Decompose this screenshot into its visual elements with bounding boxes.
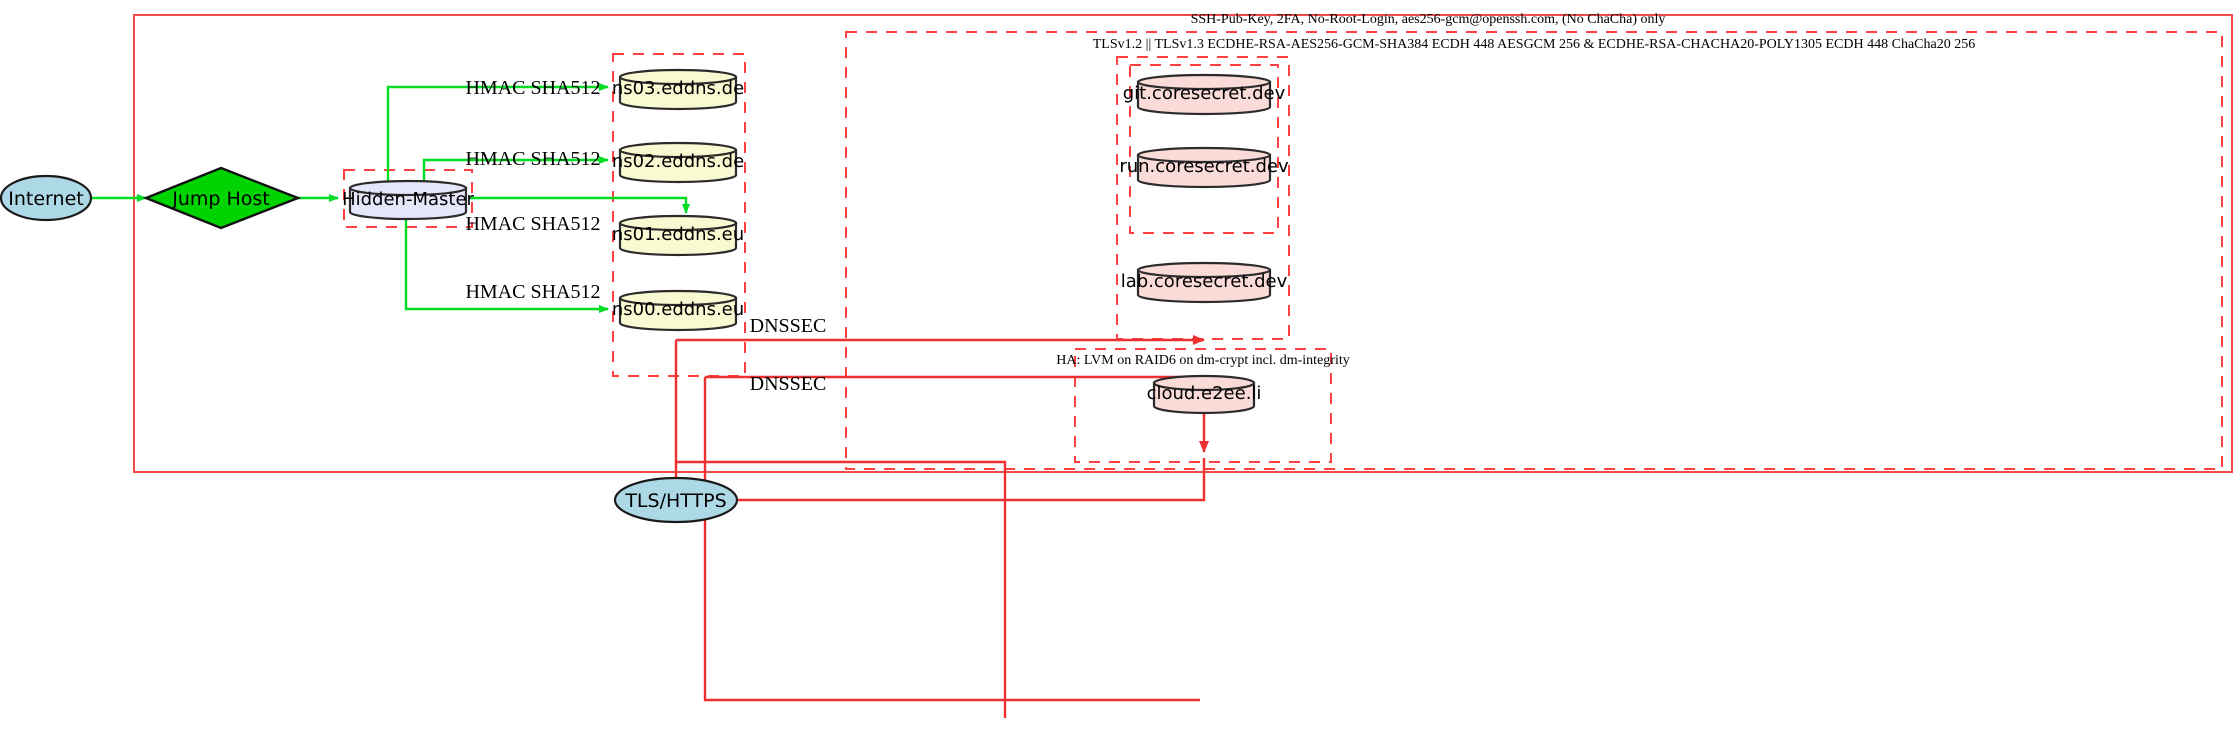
ns01-label: ns01.eddns.eu <box>612 224 744 245</box>
ha-cluster-label: HA: LVM on RAID6 on dm-crypt incl. dm-in… <box>1056 353 1349 368</box>
internet-ellipse <box>0 174 93 222</box>
node-hidden-master[interactable]: Hidden-Master <box>342 179 475 221</box>
edge-dnssec-upper-path <box>674 340 1007 718</box>
node-ns03[interactable]: ns03.eddns.de <box>612 68 744 111</box>
lab-label: lab.coresecret.dev <box>1121 271 1288 292</box>
node-jump-host[interactable]: Jump Host <box>142 166 302 230</box>
edge-label-hmac-ns02: HMAC SHA512 <box>465 148 600 170</box>
edge-label-dnssec-lower: DNSSEC <box>750 373 827 395</box>
git-label: git.coresecret.dev <box>1123 83 1286 104</box>
edge-dnssec-lower-path <box>703 377 1200 702</box>
ns01-cyl-body <box>618 221 738 257</box>
hidden-master-label: Hidden-Master <box>342 189 474 210</box>
cloud-cyl-body <box>1152 381 1256 415</box>
node-run-coresecret-dev[interactable]: run.coresecret.dev <box>1119 146 1289 189</box>
jump-host-label: Jump Host <box>171 188 270 210</box>
ns00-cyl-top <box>618 289 738 307</box>
tls-cluster-box <box>845 31 2223 470</box>
ns02-label: ns02.eddns.de <box>612 151 744 172</box>
node-ns00[interactable]: ns00.eddns.eu <box>612 289 744 332</box>
git-cyl-body <box>1136 80 1272 116</box>
lab-cyl-top <box>1136 261 1272 279</box>
edge-tls-https-to-cloud <box>737 458 1206 502</box>
hidden-master-cyl-top <box>348 179 468 197</box>
ns02-cyl-body <box>618 148 738 184</box>
edge-hidden-master-to-ns03 <box>386 83 609 181</box>
cloud-label: cloud.e2ee.li <box>1147 383 1262 404</box>
edge-hidden-master-to-ns01 <box>470 196 690 214</box>
ssh-cluster-box <box>133 14 2233 473</box>
ns00-cyl-body <box>618 296 738 332</box>
ns00-label: ns00.eddns.eu <box>612 299 744 320</box>
ns01-cyl-top <box>618 214 738 232</box>
node-ns01[interactable]: ns01.eddns.eu <box>612 214 744 257</box>
node-lab-coresecret-dev[interactable]: lab.coresecret.dev <box>1121 261 1288 304</box>
hidden-master-cluster-box <box>343 169 473 228</box>
edge-hidden-master-to-ns00 <box>404 217 609 313</box>
ha-cluster-box <box>1074 348 1332 463</box>
internet-label: Internet <box>8 188 83 210</box>
edge-label-hmac-ns00: HMAC SHA512 <box>465 281 600 303</box>
git-run-cluster-box <box>1129 64 1279 234</box>
node-cloud-e2ee-li[interactable]: cloud.e2ee.li <box>1147 374 1262 415</box>
node-ns02[interactable]: ns02.eddns.de <box>612 141 744 184</box>
edge-label-dnssec-upper: DNSSEC <box>750 315 827 337</box>
tls-cluster-label: TLSv1.2 || TLSv1.3 ECDHE-RSA-AES256-GCM-… <box>1093 37 1975 52</box>
node-git-coresecret-dev[interactable]: git.coresecret.dev <box>1123 73 1286 116</box>
ns03-cyl-body <box>618 75 738 111</box>
hidden-master-cyl-body <box>348 186 468 221</box>
run-cyl-top <box>1136 146 1272 164</box>
ssh-cluster-label: SSH-Pub-Key, 2FA, No-Root-Login, aes256-… <box>1191 12 1666 27</box>
cloud-cyl-top <box>1152 374 1256 392</box>
edge-hidden-master-to-ns02 <box>422 156 609 181</box>
git-cyl-top <box>1136 73 1272 91</box>
tls-https-ellipse <box>613 476 739 524</box>
dns-slave-cluster-box <box>612 53 746 377</box>
edge-label-hmac-ns01: HMAC SHA512 <box>465 213 600 235</box>
run-label: run.coresecret.dev <box>1119 156 1289 177</box>
node-tls-https[interactable]: TLS/HTTPS <box>613 476 739 524</box>
ns03-cyl-top <box>618 68 738 86</box>
edge-label-hmac-ns03: HMAC SHA512 <box>465 77 600 99</box>
jump-host-diamond <box>142 166 302 230</box>
node-internet[interactable]: Internet <box>0 174 93 222</box>
tls-https-label: TLS/HTTPS <box>624 490 726 512</box>
ns02-cyl-top <box>618 141 738 159</box>
ns03-label: ns03.eddns.de <box>612 78 744 99</box>
lab-cyl-body <box>1136 268 1272 304</box>
run-cyl-body <box>1136 153 1272 189</box>
